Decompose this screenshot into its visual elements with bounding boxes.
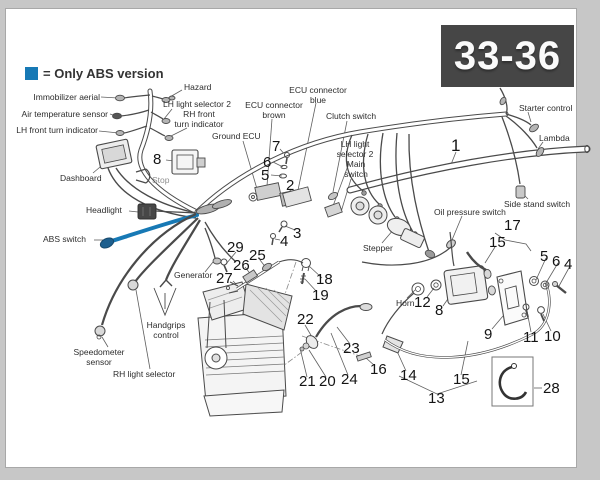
callout-4-right: 4 (564, 256, 573, 273)
linkage-rod-parts (220, 258, 304, 294)
headlight-connector (137, 203, 195, 220)
callout-3: 3 (293, 225, 302, 242)
callout-1: 1 (451, 136, 461, 155)
label-lh-front-turn-indicator: LH front turn indicator (16, 125, 98, 135)
left-branch-connectors (112, 94, 176, 141)
callout-10: 10 (544, 328, 561, 345)
callout-28: 28 (543, 380, 560, 397)
callout-15-lower: 15 (453, 371, 470, 388)
callout-13: 13 (428, 390, 445, 407)
label-main-switch: Main switch (344, 159, 368, 180)
callout-26: 26 (233, 257, 250, 274)
callout-5-right: 5 (540, 248, 549, 265)
label-air-temperature-sensor: Air temperature sensor (21, 109, 108, 119)
label-generator: Generator (174, 270, 213, 280)
callout-11: 11 (523, 329, 539, 346)
callout-17: 17 (504, 217, 521, 234)
callout-5-left: 5 (261, 167, 270, 184)
label-stepper: Stepper (363, 243, 393, 253)
callout-9: 9 (484, 326, 493, 343)
label-horn: Horn (396, 298, 415, 308)
ecu-connectors (248, 182, 312, 208)
main-harness (137, 88, 591, 215)
label-rh-light-selector: RH light selector (113, 369, 176, 379)
callout-24: 24 (341, 371, 358, 388)
label-starter-control: Starter control (519, 103, 573, 113)
harness-hub (195, 199, 233, 215)
callout-6-left: 6 (263, 154, 272, 171)
label-headlight: Headlight (86, 205, 122, 215)
label-side-stand-switch: Side stand switch (504, 199, 571, 209)
callout-16: 16 (370, 361, 387, 378)
stop-switch-part (135, 149, 206, 184)
label-speedometer-sensor: Speedometer sensor (73, 347, 125, 368)
right-branch-connectors (499, 96, 545, 199)
abs-legend-text: = Only ABS version (43, 66, 164, 81)
label-dashboard: Dashboard (60, 173, 102, 183)
clip-box-part (491, 356, 534, 407)
dashboard-connector (95, 138, 133, 170)
callout-23: 23 (343, 340, 360, 357)
label-hazard: Hazard (184, 82, 212, 92)
label-ecu-connector-brown: ECU connector brown (245, 100, 303, 121)
lower-left-cables (94, 212, 237, 340)
callout-22: 22 (297, 311, 314, 328)
right-branch-wires (499, 87, 538, 185)
label-handgrips-control: Handgrips control (146, 320, 186, 341)
switch-connectors (324, 191, 343, 218)
callout-27: 27 (216, 270, 233, 287)
spark-plug-parts (299, 282, 551, 362)
label-abs-switch: ABS switch (43, 234, 86, 244)
left-branch-wires (120, 94, 166, 137)
plate-number: 33-36 (453, 33, 562, 78)
callout-25: 25 (249, 247, 266, 264)
label-lambda: Lambda (539, 133, 570, 143)
callout-19: 19 (312, 287, 329, 304)
dashboard-wires (107, 167, 197, 219)
ignition-coil-part (443, 265, 496, 305)
label-oil-pressure-switch: Oil pressure switch (434, 207, 506, 217)
stepper-assembly (350, 196, 425, 249)
label-ecu-connector-blue: ECU connector blue (289, 85, 347, 106)
callout-15-upper: 15 (489, 234, 506, 251)
callout-4-left: 4 (280, 233, 289, 250)
small-fasteners (270, 152, 290, 246)
label-clutch-switch: Clutch switch (326, 111, 377, 121)
label-lh-light-selector-2-left: LH light selector 2 (163, 99, 232, 109)
engine-illustration (197, 281, 293, 417)
callout-7: 7 (272, 138, 281, 155)
callout-21: 21 (299, 373, 316, 390)
callout-8-coil: 8 (435, 302, 444, 319)
horn-part (381, 282, 425, 335)
callout-2: 2 (286, 177, 295, 194)
bulb-and-stud-parts (300, 258, 311, 285)
callout-12: 12 (414, 294, 431, 311)
callout-14: 14 (400, 367, 417, 384)
callout-29: 29 (227, 239, 244, 256)
callout-20: 20 (319, 373, 336, 390)
label-immobilizer-aerial: Immobilizer aerial (33, 92, 100, 102)
coil-bracket-part (449, 231, 567, 326)
nut-12-part (430, 279, 442, 291)
label-rh-front-turn-indicator: RH front turn indicator (174, 109, 224, 130)
label-lh-light-selector-2-right: LH light selector 2 (336, 139, 374, 160)
callout-18: 18 (316, 271, 333, 288)
plate-number-badge: 33-36 (441, 25, 574, 87)
label-ground-ecu: Ground ECU (212, 131, 261, 141)
callout-6-right: 6 (552, 253, 561, 270)
callout-8-stop: 8 (153, 151, 162, 168)
abs-legend: = Only ABS version (25, 66, 164, 81)
abs-color-swatch-icon (25, 67, 38, 80)
label-stop: Stop (152, 175, 170, 185)
